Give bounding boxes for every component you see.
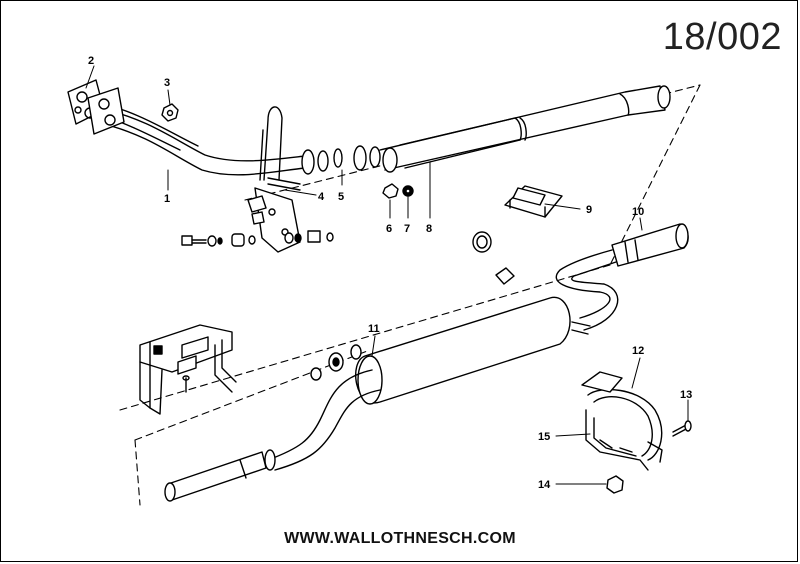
callout-3: 3 — [164, 77, 170, 89]
bolt-13 — [672, 420, 692, 437]
callout-7: 7 — [404, 223, 410, 235]
nut-6 — [382, 183, 399, 199]
rubber-mount-9 — [504, 185, 563, 218]
nut-3 — [161, 103, 179, 122]
bolt-row — [181, 230, 334, 247]
small-clip — [495, 267, 515, 285]
callout-1: 1 — [164, 193, 170, 205]
leader-lines — [85, 65, 689, 485]
front-exhaust-pipe — [89, 99, 306, 176]
callout-4: 4 — [318, 191, 325, 203]
website-url: WWW.WALLOTHNESCH.COM — [284, 530, 516, 547]
intermediate-pipe — [164, 369, 381, 502]
exhaust-flange-gasket — [67, 79, 125, 135]
diagram-code: 18/002 — [662, 16, 782, 58]
callout-15: 15 — [538, 431, 550, 443]
u-bolt — [259, 106, 283, 181]
clamp-rings — [301, 145, 381, 175]
callout-8: 8 — [426, 223, 432, 235]
front-silencer — [379, 85, 671, 173]
mounting-rubbers — [310, 344, 362, 381]
callout-9: 9 — [586, 204, 592, 216]
callout-2: 2 — [88, 55, 94, 67]
callout-10: 10 — [632, 206, 644, 218]
tail-pipe — [555, 223, 689, 331]
callout-5: 5 — [338, 191, 344, 203]
rear-silencer — [355, 296, 591, 405]
washer-7 — [402, 185, 414, 197]
sealing-ring — [472, 231, 492, 253]
callout-14: 14 — [538, 479, 551, 491]
callout-12: 12 — [632, 345, 644, 357]
rear-hanger-bracket — [139, 324, 237, 415]
callout-labels: 2 3 1 4 5 6 7 8 9 10 11 12 13 14 15 — [88, 55, 692, 491]
pipe-clamp — [581, 371, 663, 471]
callout-6: 6 — [386, 223, 392, 235]
nut-14 — [606, 475, 624, 494]
callout-11: 11 — [368, 323, 380, 335]
callout-13: 13 — [680, 389, 692, 401]
